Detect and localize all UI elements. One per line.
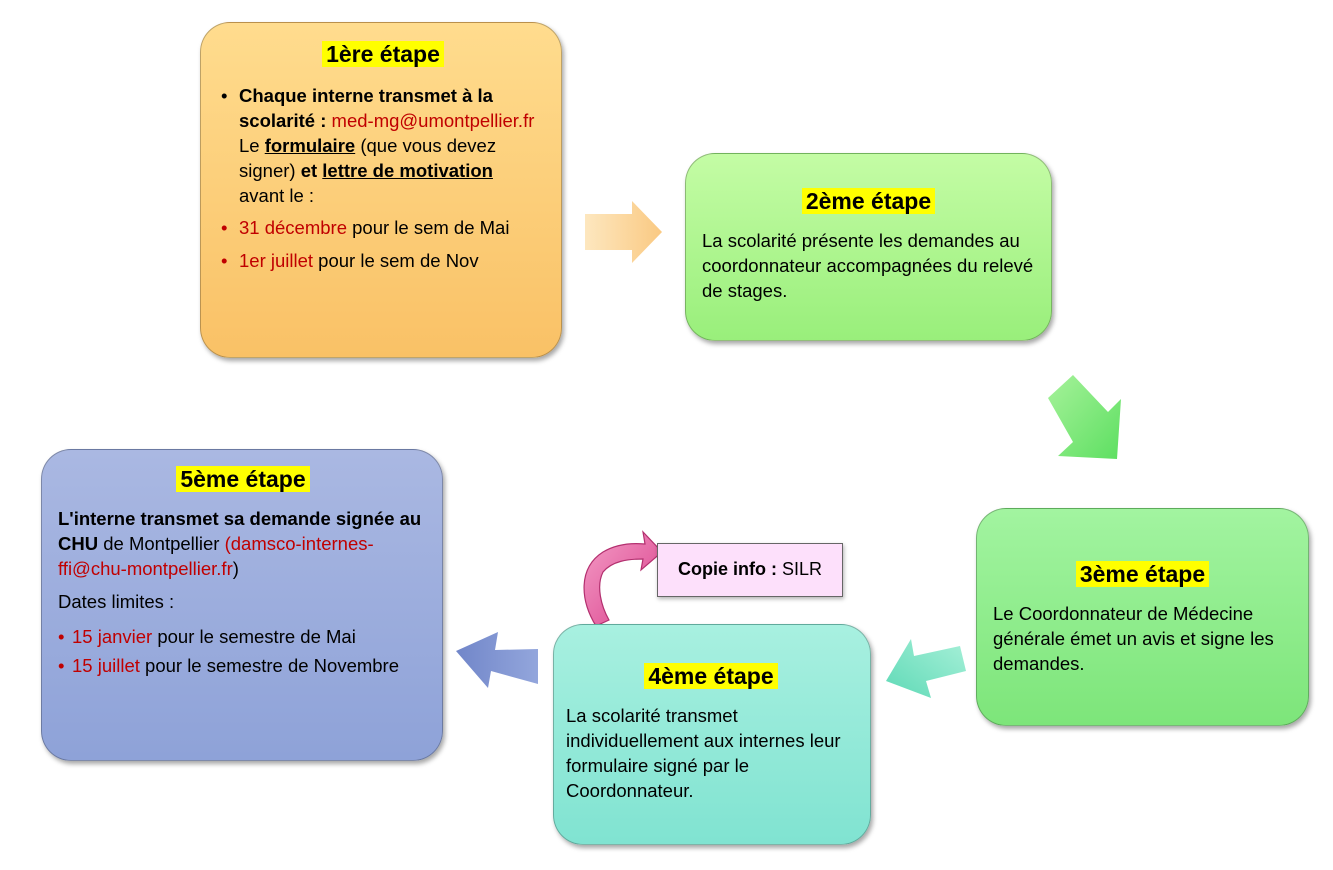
step-5-bullet-date1: 15 janvier pour le semestre de Mai (58, 624, 428, 649)
step-1-title: 1ère étape (221, 41, 545, 69)
step-2-box: 2ème étape La scolarité présente les dem… (685, 153, 1052, 341)
step-1-box: 1ère étape Chaque interne transmet à la … (200, 22, 562, 358)
arrow-step4-to-step5 (456, 632, 538, 688)
step-1-et: et (295, 160, 323, 182)
step-1-date1: 31 décembre (239, 217, 347, 239)
step-5-date1-rest: pour le semestre de Mai (152, 626, 356, 648)
step-3-text: Le Coordonnateur de Médecine générale ém… (993, 602, 1274, 674)
copie-info-box: Copie info : SILR (657, 543, 843, 597)
step-4-box: 4ème étape La scolarité transmet individ… (553, 624, 871, 845)
step-5-instruction: L'interne transmet sa demande signée au … (58, 507, 422, 554)
step-1-avant: avant le : (239, 185, 315, 207)
step-1-lettre: lettre de motivation (322, 160, 493, 182)
step-5-city: de Montpellier (98, 532, 225, 554)
step-5-intro: L'interne transmet sa demande signée au … (58, 506, 428, 581)
step-1-le: Le (239, 134, 260, 156)
step-2-title: 2ème étape (702, 188, 1035, 216)
step-3-box: 3ème étape Le Coordonnateur de Médecine … (976, 508, 1309, 726)
step-5-date1: 15 janvier (72, 626, 153, 648)
arrow-step3-to-step4 (886, 639, 966, 698)
step-1-date2-rest: pour le sem de Nov (313, 249, 479, 271)
step-1-paren: (que vous devez signer) (239, 134, 497, 182)
step-5-title: 5ème étape (58, 466, 428, 494)
step-1-bullet-main: Chaque interne transmet à la scolarité :… (221, 83, 545, 209)
step-5-close: ) (232, 557, 239, 579)
step-1-formulaire: formulaire (264, 134, 356, 156)
step-1-date2: 1er juillet (239, 249, 314, 271)
step-1-date1-rest: pour le sem de Mai (346, 217, 510, 239)
step-5-bullet-date2: 15 juillet pour le semestre de Novembre (58, 653, 428, 678)
step-3-title: 3ème étape (993, 561, 1292, 589)
step-1-email: med-mg@umontpellier.fr (331, 109, 535, 131)
arrow-step2-to-step3 (1048, 375, 1121, 459)
copie-info-value: SILR (776, 559, 822, 579)
step-1-bullet-date2: 1er juillet pour le sem de Nov (221, 248, 545, 273)
step-4-title: 4ème étape (566, 663, 856, 691)
step-5-box: 5ème étape L'interne transmet sa demande… (41, 449, 443, 761)
step-5-date2-rest: pour le semestre de Novembre (139, 655, 400, 677)
step-5-email: (damsco-internes-ffi@chu-montpellier.fr (58, 532, 374, 579)
step-5-dates-label: Dates limites : (58, 591, 175, 613)
copie-info-label: Copie info : (677, 559, 777, 579)
arrow-step1-to-step2 (585, 201, 662, 263)
step-2-text: La scolarité présente les demandes au co… (702, 229, 1034, 301)
step-4-text: La scolarité transmet individuellement a… (566, 704, 841, 802)
curved-arrow-to-copie (583, 530, 663, 627)
step-5-date2: 15 juillet (72, 655, 140, 677)
step-1-instruction: Chaque interne transmet à la scolarité : (239, 84, 493, 131)
step-1-bullet-date1: 31 décembre pour le sem de Mai (221, 215, 545, 240)
